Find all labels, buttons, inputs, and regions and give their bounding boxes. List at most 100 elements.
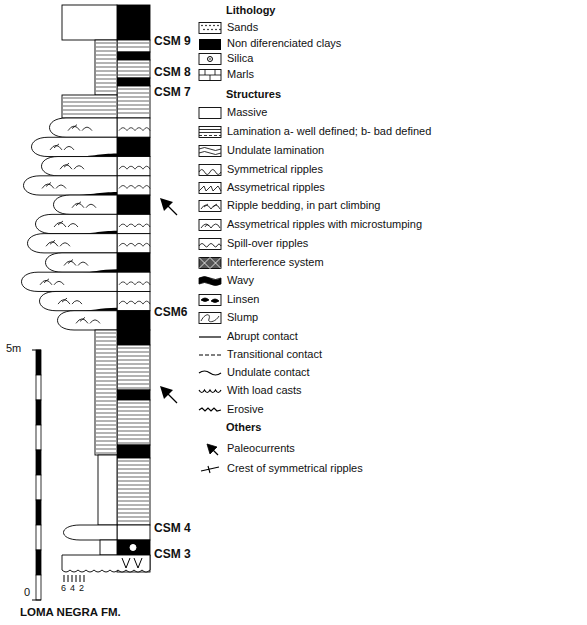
transitional-contact <box>199 354 221 355</box>
scale-label: 5m <box>6 342 21 355</box>
climbing-ripple-symbol <box>50 144 74 150</box>
lithology-band <box>117 390 150 400</box>
lamination-line <box>96 333 116 334</box>
lithology-band <box>117 60 150 78</box>
load-cast-contact <box>199 390 221 393</box>
lamination-line <box>118 43 149 44</box>
spill-over-ripple <box>199 244 221 248</box>
ripple-lens <box>22 272 118 291</box>
scale-label: 0 <box>24 586 30 599</box>
paleocurrent-shaft <box>167 205 177 215</box>
ripple-band <box>117 157 150 176</box>
legend-swatch <box>199 23 221 34</box>
legend-text: Interference system <box>227 256 324 269</box>
lamination-line <box>96 385 116 386</box>
lamination-line <box>118 89 149 90</box>
lamination-pattern <box>199 130 221 133</box>
silica-nodule <box>130 545 136 551</box>
lamination-line <box>96 91 116 92</box>
scale-segment <box>36 500 41 525</box>
lamination-line <box>96 67 116 68</box>
lamination-line <box>96 63 116 64</box>
lamination-line <box>63 98 116 99</box>
lamination-line <box>118 485 149 486</box>
ripple-crest-symbol <box>201 466 219 473</box>
lamination-line <box>118 411 149 412</box>
lamination-line <box>63 114 116 115</box>
legend-text: Silica <box>227 52 253 65</box>
legend-swatch <box>199 239 221 250</box>
lithology-band <box>117 5 150 40</box>
sand-dot <box>203 29 205 31</box>
undulate-contact <box>199 371 221 375</box>
paleocurrent-shaft <box>167 393 177 403</box>
grain-size-tick <box>64 575 65 582</box>
grain-size-tick <box>80 575 81 582</box>
sand-dot <box>211 29 213 31</box>
ripple-lamina <box>119 224 150 227</box>
silica-symbol <box>209 58 211 60</box>
sand-dot <box>205 25 207 27</box>
lamination-line <box>96 51 116 52</box>
lamination-line <box>96 429 116 430</box>
lamination-line <box>118 75 149 76</box>
climbing-ripple-symbol <box>42 182 66 188</box>
sand-dot <box>219 29 221 31</box>
lamination-line <box>118 501 149 502</box>
lamination-line <box>96 55 116 56</box>
lithology-band <box>117 525 150 540</box>
massive-unit <box>62 5 117 40</box>
lamination-line <box>118 497 149 498</box>
symmetric-ripple <box>199 170 221 175</box>
legend-swatch <box>199 183 221 194</box>
scale-segment <box>36 400 41 425</box>
lamination-line <box>118 443 149 444</box>
legend-text: Abrupt contact <box>227 330 298 343</box>
legend-text: Symmetrical ripples <box>227 163 323 176</box>
legend-text: Non diferenciated clays <box>227 37 341 50</box>
legend-text: Erosive <box>227 403 264 416</box>
lamination-line <box>96 83 116 84</box>
climbing-ripple-symbol <box>72 202 96 208</box>
lithology-band <box>117 458 150 525</box>
lamination-line <box>118 427 149 428</box>
ripple-lens <box>42 157 118 176</box>
load-cast-symbol <box>122 558 142 568</box>
legend-swatch <box>199 39 221 50</box>
unit-label: CSM 8 <box>154 66 191 80</box>
lamination-line <box>118 509 149 510</box>
lithology-band <box>117 330 150 345</box>
legend-text: Marls <box>227 68 254 81</box>
ripple-lens <box>40 291 118 310</box>
scale-segment <box>36 575 41 600</box>
massive-unit <box>98 455 117 525</box>
ripple-lens <box>50 118 118 137</box>
lamination-line <box>96 437 116 438</box>
ripple-band <box>117 214 150 233</box>
lamination-line <box>96 365 116 366</box>
lamination-line <box>118 415 149 416</box>
microslump-ripple <box>201 224 220 228</box>
legend-swatch <box>199 127 221 138</box>
lamination-line <box>118 47 149 48</box>
legend-text: With load casts <box>227 384 302 397</box>
lamination-line <box>96 425 116 426</box>
legend-text: Spill-over ripples <box>227 237 308 250</box>
legend-text: Linsen <box>227 293 259 306</box>
lamination-line <box>118 461 149 462</box>
scale-segment <box>36 525 41 550</box>
ripple-lamina <box>119 185 150 188</box>
legend-text: Transitional contact <box>227 348 322 361</box>
scale-segment <box>36 450 41 475</box>
lamination-line <box>96 43 116 44</box>
climbing-ripple-symbol <box>76 317 100 323</box>
climbing-ripple-symbol <box>68 125 92 131</box>
ripple-lamina <box>119 243 150 246</box>
lamination-line <box>96 449 116 450</box>
lamination-line <box>118 521 149 522</box>
sand-dot <box>217 25 219 27</box>
lamination-line <box>118 93 149 94</box>
lamination-line <box>118 348 149 349</box>
lamination-line <box>118 71 149 72</box>
linsen-pattern <box>201 298 219 303</box>
